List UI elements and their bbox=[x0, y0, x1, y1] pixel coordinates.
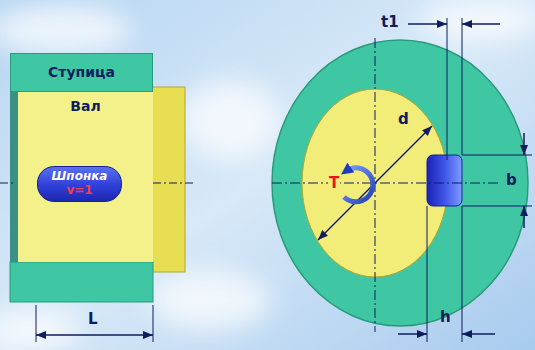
dimension-line bbox=[398, 333, 427, 335]
shaft-end bbox=[14, 87, 185, 272]
dimension-label: L bbox=[88, 311, 98, 328]
extension-line bbox=[153, 305, 154, 342]
hub-band: Ступица bbox=[10, 53, 153, 92]
dimension-label: t1 bbox=[381, 14, 399, 31]
dimension-label: b bbox=[506, 172, 517, 189]
extension-line bbox=[462, 206, 463, 342]
key-text: v=1 bbox=[66, 184, 92, 198]
torque-arrow bbox=[344, 168, 373, 202]
torque-label: T bbox=[328, 175, 340, 192]
key-text: Шпонка bbox=[52, 170, 108, 184]
hub-section bbox=[272, 40, 528, 326]
extension-line bbox=[447, 18, 448, 160]
diameter-line bbox=[318, 126, 432, 240]
extension-line bbox=[462, 18, 463, 155]
extension-line bbox=[462, 155, 532, 156]
dimension-line bbox=[36, 334, 153, 336]
part-name: Вал bbox=[70, 98, 100, 114]
key-oval: Шпонкаv=1 bbox=[37, 166, 122, 202]
extension-line bbox=[427, 206, 428, 342]
dimension-line bbox=[462, 333, 495, 335]
center-line bbox=[272, 183, 498, 184]
dimension-line bbox=[523, 206, 525, 228]
dimension-line bbox=[523, 133, 525, 155]
extension-line bbox=[36, 305, 37, 342]
shaft-body: ВалШпонкаv=1 bbox=[18, 92, 153, 262]
dimension-line bbox=[462, 23, 500, 25]
center-line bbox=[0, 183, 14, 184]
key-section bbox=[427, 155, 462, 206]
center-line bbox=[153, 183, 195, 184]
hub-band bbox=[10, 262, 153, 302]
dimension-label: h bbox=[440, 309, 451, 326]
extension-line bbox=[462, 206, 532, 207]
dimension-line bbox=[408, 23, 447, 25]
part-name: Ступица bbox=[48, 64, 115, 80]
dimension-label: d bbox=[398, 111, 409, 128]
hub-edge bbox=[10, 92, 18, 262]
